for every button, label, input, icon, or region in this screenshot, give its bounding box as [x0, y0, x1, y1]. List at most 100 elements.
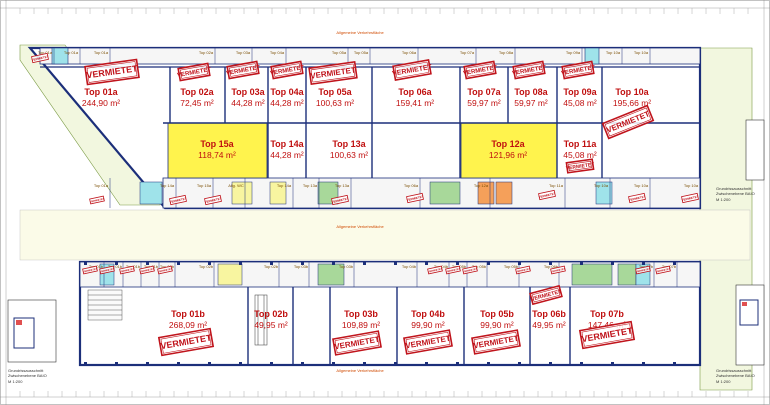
column-mark — [642, 362, 645, 365]
column-mark — [332, 262, 335, 265]
unit-name: Top 10a — [615, 87, 649, 97]
column-mark — [642, 262, 645, 265]
stamp-border — [119, 265, 135, 275]
stamp-inner-border — [272, 63, 302, 77]
rented-stamp: VERMIETET — [406, 192, 424, 204]
unit-name: Top 01a — [84, 87, 118, 97]
unit-name: Top 02a — [180, 87, 214, 97]
room-label: Top 11a — [549, 183, 564, 188]
room-label: Top 05a — [332, 50, 347, 55]
site-outline — [19, 44, 753, 391]
building-upper — [27, 46, 702, 210]
unit-area: 45,08 m² — [563, 98, 597, 108]
unit-name: Top 15a — [200, 139, 234, 149]
unit-area: 100,63 m² — [316, 98, 354, 108]
stamp-inner-border — [514, 63, 544, 77]
corridor-label-bottom: Allgemeine Verkehrsfläche — [336, 368, 384, 373]
room-label: Top 06b — [544, 264, 559, 269]
stamp-inner-border — [581, 323, 633, 347]
unit-area: 49,95 m² — [532, 320, 566, 330]
unit-area: 268,09 m² — [169, 320, 207, 330]
column-mark — [115, 262, 118, 265]
dimension-ticks-bottom — [19, 391, 749, 397]
stamp-text: VERMIETET — [83, 268, 98, 274]
stamp-border — [550, 265, 566, 275]
column-mark — [611, 262, 614, 265]
stamp-border — [655, 265, 671, 275]
unit-area: 59,97 m² — [514, 98, 548, 108]
stamp-inner-border — [405, 331, 451, 353]
stamp-border — [515, 265, 531, 275]
rented-stamp: VERMIETET — [538, 189, 556, 201]
stamp-text: VERMIETET — [428, 268, 443, 274]
detail-right-top-title2: Zwischenebene BAIO — [716, 191, 755, 196]
unit-name: Top 06a — [398, 87, 432, 97]
unit-name: Top 04a — [270, 87, 304, 97]
room-label: Top 10a — [606, 50, 621, 55]
room-label: Top 09a — [566, 50, 581, 55]
stamp-text: VERMIETET — [158, 268, 173, 274]
column-mark — [208, 362, 211, 365]
detail-left-scale: M 1:200 — [8, 379, 23, 384]
rented-stamp: VERMIETET — [578, 320, 636, 350]
stamp-inner-border — [465, 63, 495, 77]
room-label: Top 05a — [354, 50, 369, 55]
column-mark — [456, 262, 459, 265]
stamp-text: VERMIETET — [516, 268, 531, 274]
stamp-text: VERMIETET — [656, 268, 671, 274]
room-label: Top 01a — [94, 183, 109, 188]
room-label: Top 02b — [199, 264, 214, 269]
room-label: Top 03b — [339, 264, 354, 269]
room-label: Top 04a — [270, 50, 285, 55]
room-label: Top 14a — [277, 183, 292, 188]
column-mark — [394, 362, 397, 365]
loading-ramp — [254, 294, 268, 346]
column-mark — [549, 262, 552, 265]
stamp-text: VERMIETET — [100, 268, 115, 274]
column-mark — [270, 362, 273, 365]
stamp-text: VERMIETET — [204, 197, 222, 205]
rented-stamp: VERMIETET — [566, 158, 595, 174]
column-mark — [115, 362, 118, 365]
column-mark — [425, 262, 428, 265]
room-label: Allg. WC — [228, 183, 244, 188]
rented-stamp: VERMIETET — [445, 265, 461, 275]
rented-stamp: VERMIETET — [681, 192, 699, 204]
stamp-inner-border — [228, 63, 258, 77]
rented-stamp: VERMIETET — [31, 52, 49, 64]
rented-stamp: VERMIETET — [463, 60, 498, 80]
stamp-border — [628, 192, 646, 204]
column-mark — [487, 362, 490, 365]
rented-stamp: VERMIETET — [139, 265, 155, 275]
room-label: Top 14a — [160, 183, 175, 188]
room-label: Top 13a — [335, 183, 350, 188]
rented-stamp: VERMIETET — [99, 265, 115, 275]
unit-name: Top 13a — [332, 139, 366, 149]
stamp-text: VERMIETET — [446, 268, 461, 274]
rented-stamp: VERMIETET — [177, 62, 212, 82]
stamp-text: VERMIETET — [169, 197, 187, 205]
